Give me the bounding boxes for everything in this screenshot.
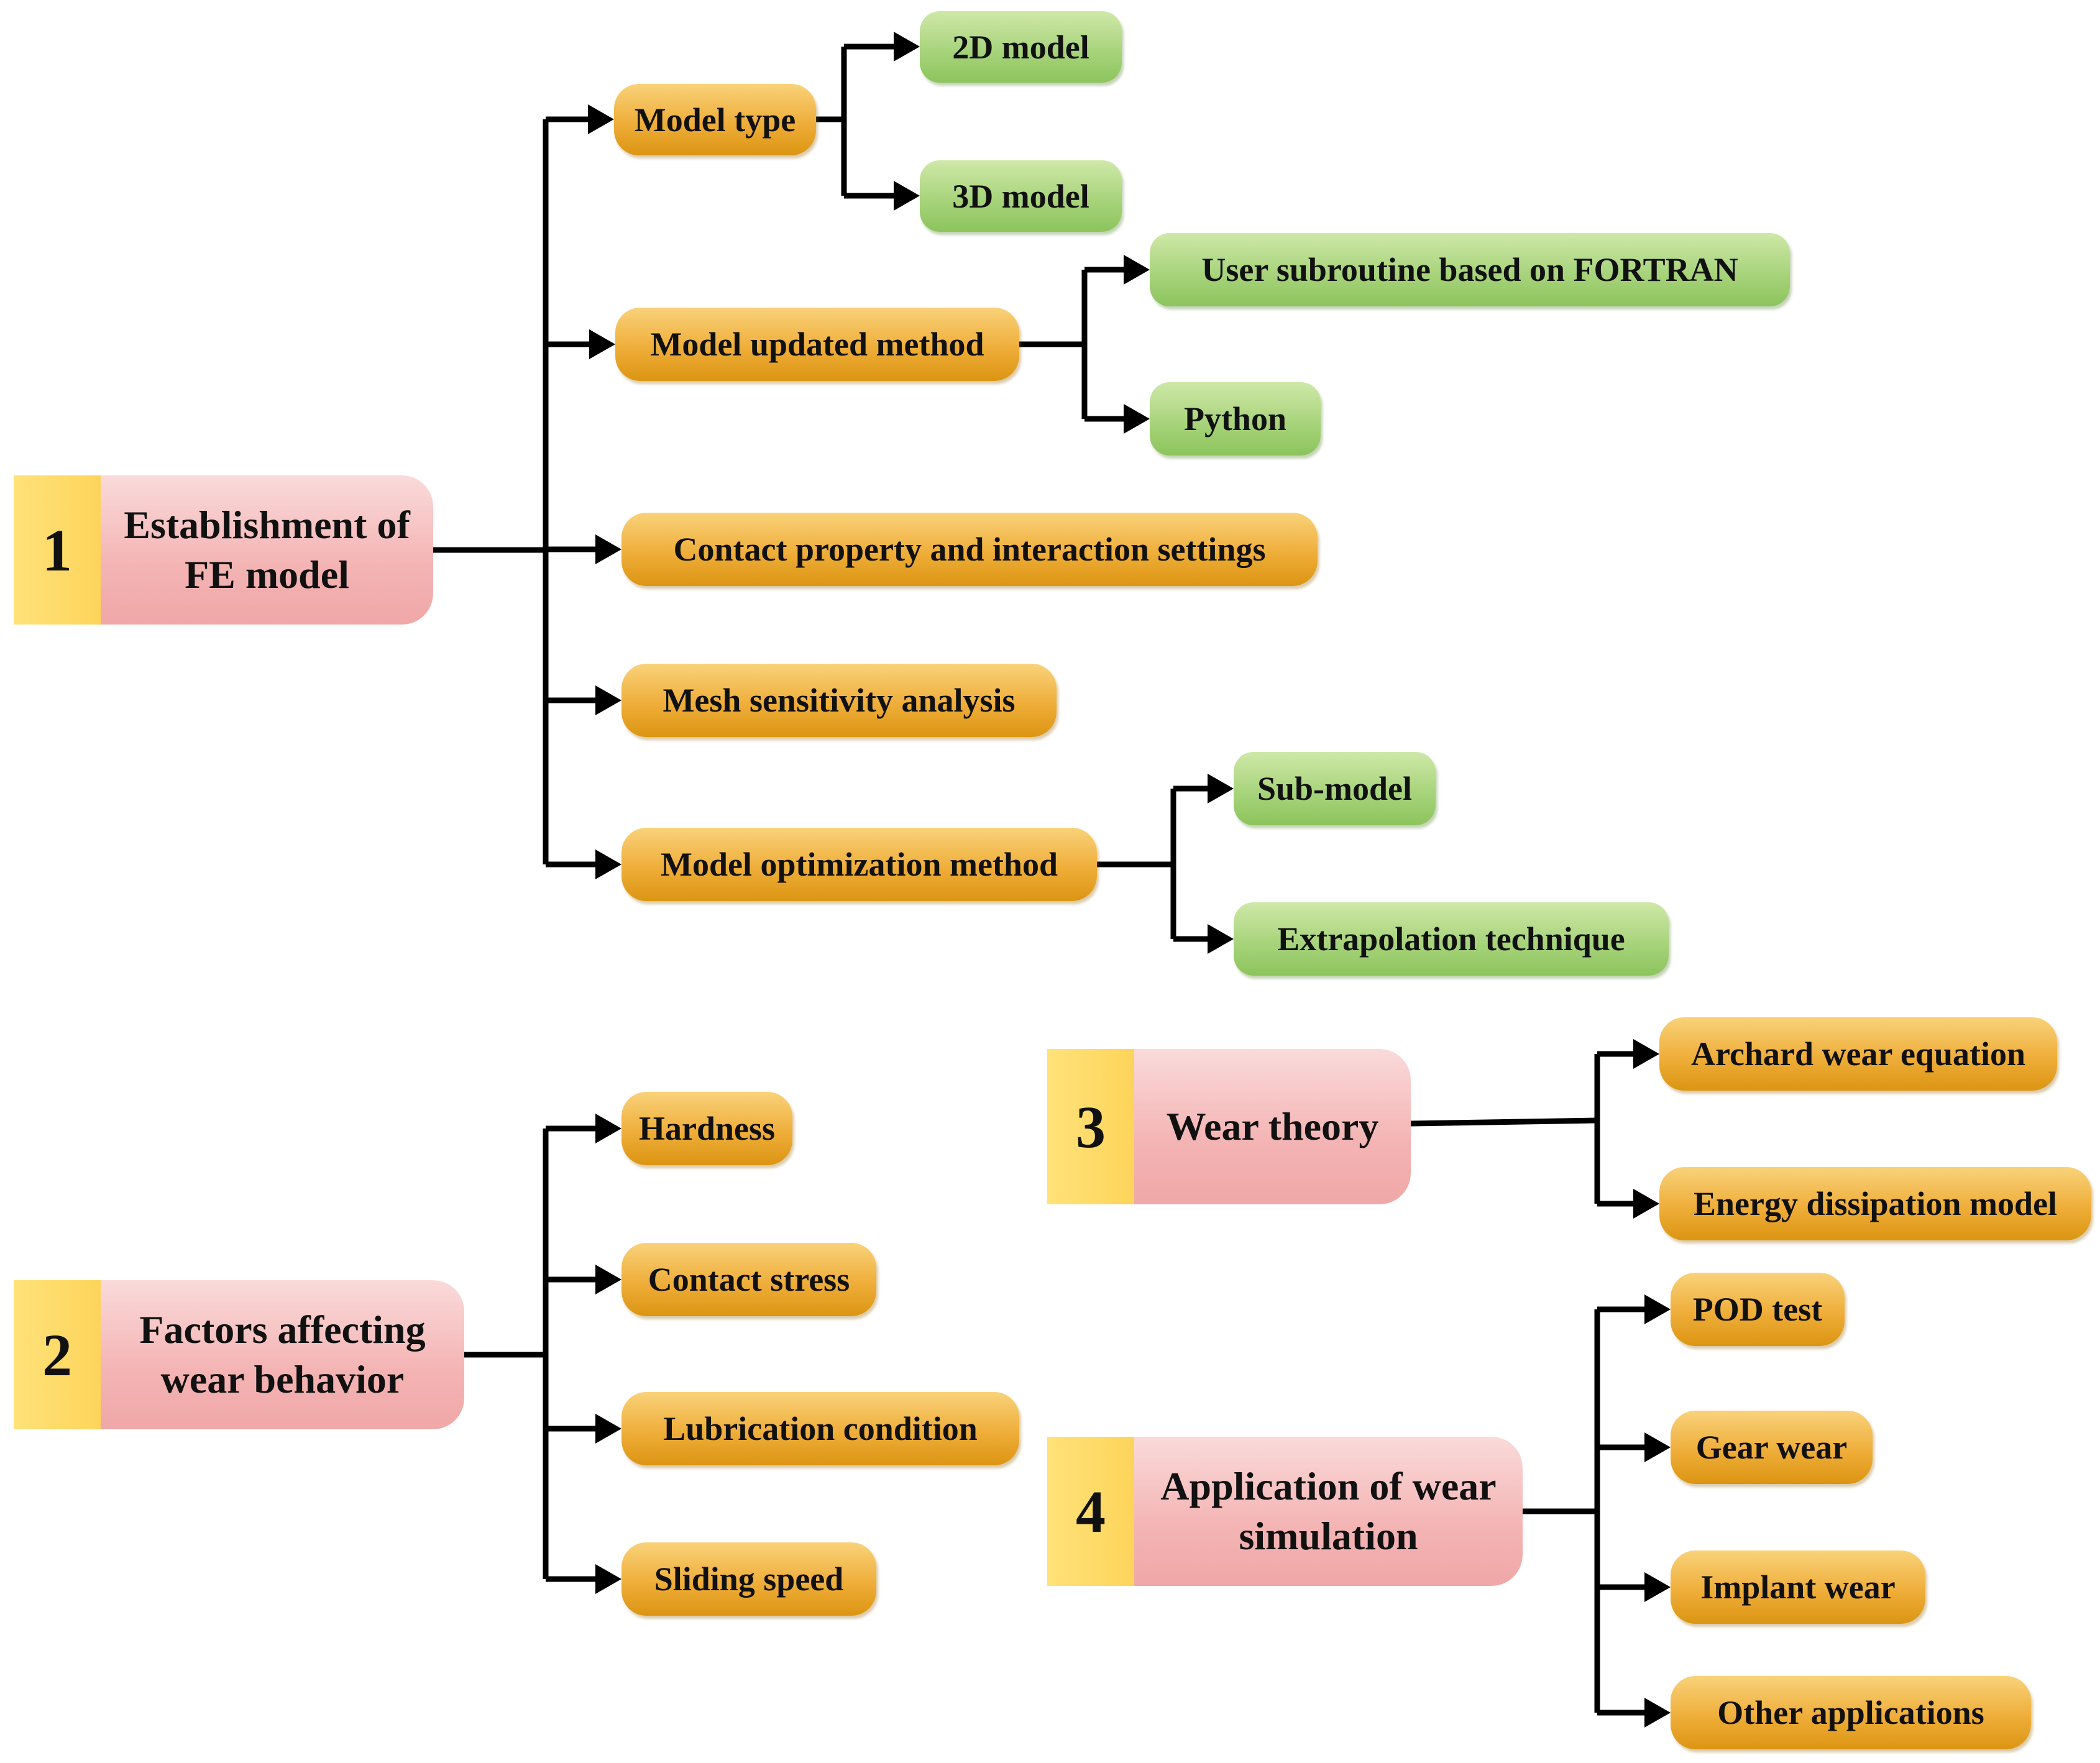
arrow-head-17 [1644,1294,1671,1324]
arrow-head-1 [589,329,615,359]
arrow-head-12 [595,1265,621,1294]
node-user-subroutine: User subroutine based on FORTRAN [1150,233,1790,306]
node-model-type: Model type [614,84,816,155]
main-node-label: Application of wear simulation [1134,1437,1523,1586]
node-mesh-sensitivity: Mesh sensitivity analysis [621,664,1057,737]
node-archard: Archard wear equation [1659,1017,2057,1091]
node-implant-wear: Implant wear [1671,1550,1925,1624]
main-node-label: Factors affecting wear behavior [101,1280,464,1429]
arrow-head-10 [1208,924,1234,954]
main-node-label: Establishment of FE model [101,475,433,625]
node-model-optimization: Model optimization method [621,828,1097,901]
node-3d-model: 3D model [920,160,1122,232]
arrow-head-5 [894,32,920,62]
main-node-number: 1 [14,475,101,625]
arrow-head-8 [1124,404,1150,434]
node-model-updated-method: Model updated method [615,308,1019,381]
node-gear-wear: Gear wear [1671,1411,1873,1484]
arrow-head-19 [1644,1572,1671,1602]
main-node-2-factors: 2 Factors affecting wear behavior [14,1280,464,1429]
node-energy-dissipation: Energy dissipation model [1659,1167,2091,1240]
arrow-head-15 [1633,1039,1659,1069]
main-node-number: 4 [1047,1437,1134,1586]
arrow-head-3 [595,685,621,715]
arrow-head-18 [1644,1432,1671,1462]
node-contact-stress: Contact stress [621,1243,876,1316]
node-contact-property: Contact property and interaction setting… [621,513,1318,586]
node-extrapolation: Extrapolation technique [1234,902,1669,976]
arrow-head-20 [1644,1698,1671,1728]
arrow-head-7 [1124,255,1150,285]
arrow-head-16 [1633,1189,1659,1219]
node-sub-model: Sub-model [1234,752,1436,825]
node-pod-test: POD test [1671,1273,1845,1346]
main-node-3-wear-theory: 3 Wear theory [1047,1049,1411,1204]
arrow-head-9 [1208,774,1234,804]
main-node-label: Wear theory [1134,1049,1411,1204]
node-sliding-speed: Sliding speed [621,1542,876,1616]
node-lubrication: Lubrication condition [621,1392,1019,1465]
arrow-head-0 [588,104,614,134]
main-node-1-fe-model: 1 Establishment of FE model [14,475,433,625]
main-node-number: 2 [14,1280,101,1429]
main-node-number: 3 [1047,1049,1134,1204]
node-hardness: Hardness [621,1092,792,1165]
arrow-head-2 [595,534,621,564]
arrow-head-13 [595,1414,621,1444]
node-python: Python [1150,382,1321,456]
node-2d-model: 2D model [920,11,1122,83]
arrow-head-4 [595,849,621,879]
arrow-head-14 [595,1564,621,1594]
connector-stem [1410,1117,1598,1127]
node-other-applications: Other applications [1671,1676,2031,1749]
arrow-head-6 [894,181,920,211]
main-node-4-application: 4 Application of wear simulation [1047,1437,1523,1586]
arrow-head-11 [595,1114,621,1143]
